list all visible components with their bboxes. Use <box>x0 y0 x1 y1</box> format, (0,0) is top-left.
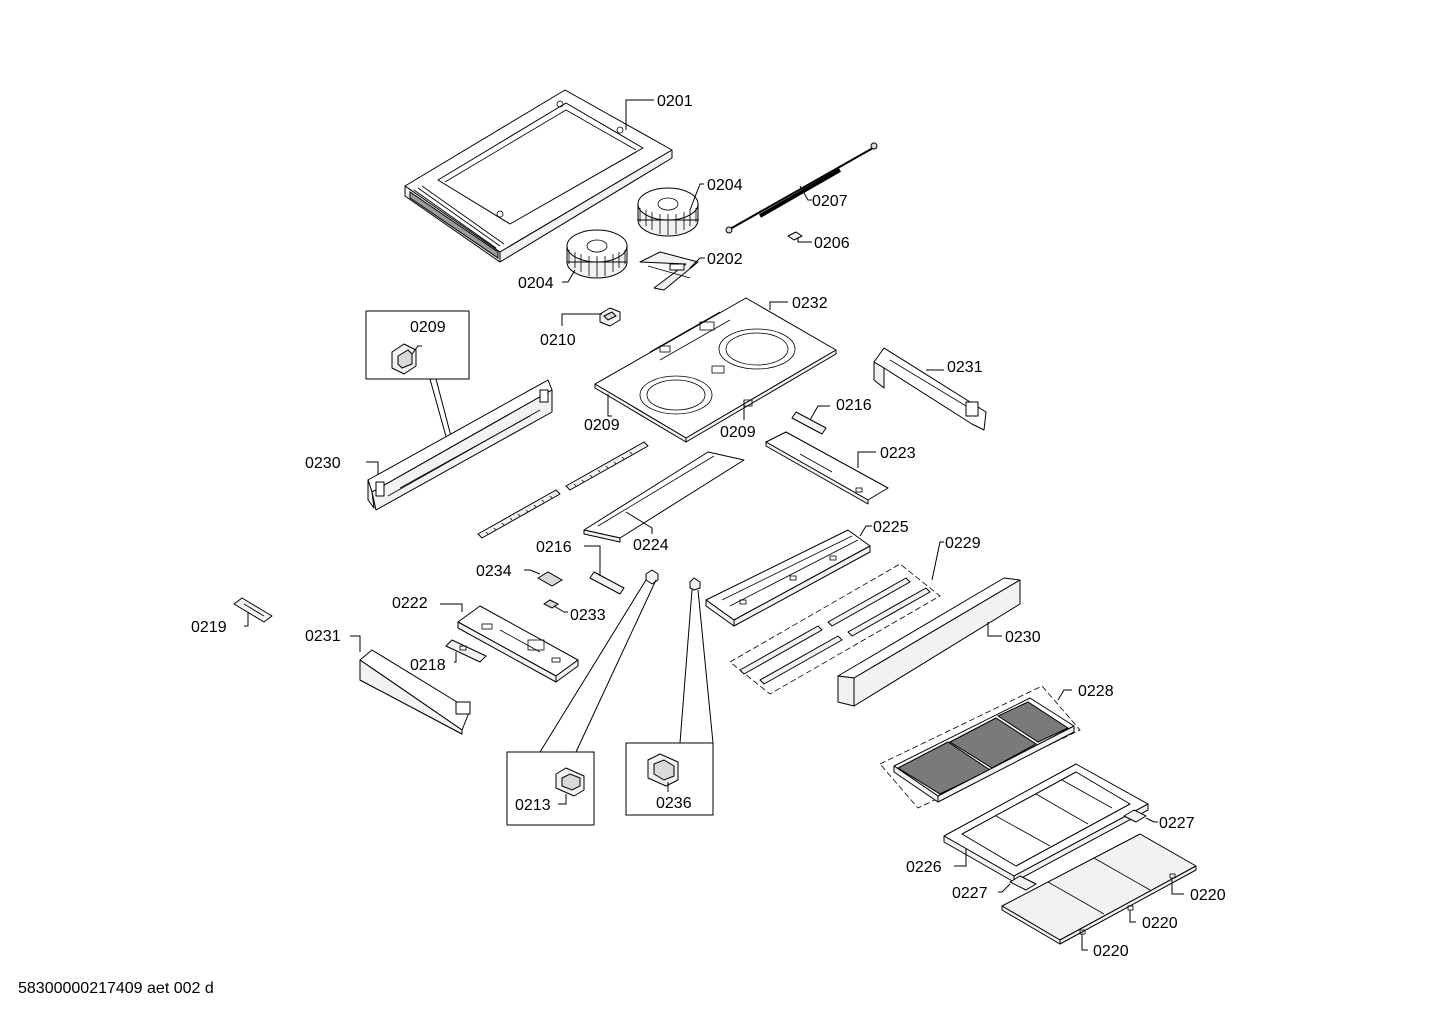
part-0222-control-board <box>457 605 579 683</box>
callout-0204-lower: 0204 <box>518 275 554 292</box>
part-0213-connector <box>645 569 659 585</box>
part-0213-detail <box>555 767 585 797</box>
part-0220-panels <box>1001 833 1197 945</box>
callout-0227-upper: 0227 <box>1159 815 1195 832</box>
part-0236-connector <box>689 577 701 591</box>
callout-0234: 0234 <box>476 563 512 580</box>
part-0202-bracket <box>639 251 699 291</box>
callout-0206: 0206 <box>814 235 850 252</box>
callout-0229: 0229 <box>945 535 981 552</box>
detail-frame-0209 <box>365 310 470 380</box>
callout-0218: 0218 <box>410 657 446 674</box>
part-0204-fan-lower <box>566 229 628 279</box>
part-0232-induction-plate <box>594 297 837 443</box>
part-0231-right-bracket <box>873 347 987 431</box>
part-0229-rails <box>739 577 931 685</box>
detail-frame-0236 <box>625 742 714 816</box>
callout-0230-right: 0230 <box>1005 629 1041 646</box>
callout-0209-left: 0209 <box>584 417 620 434</box>
part-0227-clip-lower <box>1009 875 1037 891</box>
callout-0233: 0233 <box>570 607 606 624</box>
document-id: 58300000217409 aet 002 d <box>18 980 214 997</box>
callout-0209-detail: 0209 <box>410 319 446 336</box>
callout-0227-lower: 0227 <box>952 885 988 902</box>
group-0228-outline <box>879 685 1081 809</box>
detail-frame-0213 <box>506 751 595 826</box>
callout-0220-right: 0220 <box>1190 887 1226 904</box>
callout-0202: 0202 <box>707 251 743 268</box>
callout-0210: 0210 <box>540 332 576 349</box>
callout-0216-lower: 0216 <box>536 539 572 556</box>
callout-0216-upper: 0216 <box>836 397 872 414</box>
part-0209-detail-clip <box>391 343 417 375</box>
part-0228-filters <box>893 697 1075 803</box>
part-0206-clip <box>787 231 803 241</box>
callout-0230-left: 0230 <box>305 455 341 472</box>
callout-0207: 0207 <box>812 193 848 210</box>
callout-0201: 0201 <box>657 93 693 110</box>
callout-0219: 0219 <box>191 619 227 636</box>
part-0210-connector <box>599 307 621 327</box>
part-0231-left-bracket <box>359 649 471 735</box>
part-led-strip-b <box>565 441 649 491</box>
part-0234-module <box>537 571 563 587</box>
callout-0220-middle: 0220 <box>1142 915 1178 932</box>
callout-0231-left: 0231 <box>305 628 341 645</box>
callout-0225: 0225 <box>873 519 909 536</box>
part-0223-cover <box>765 431 889 505</box>
callout-0232: 0232 <box>792 295 828 312</box>
callout-0204-upper: 0204 <box>707 177 743 194</box>
part-0227-clip-upper <box>1123 809 1147 823</box>
part-0201-cooktop-top <box>404 89 673 263</box>
part-0216-strip-lower <box>589 571 625 595</box>
part-0226-frame <box>943 763 1149 883</box>
callout-0231-right: 0231 <box>947 359 983 376</box>
part-led-strip-a <box>477 489 561 539</box>
callout-0209-right: 0209 <box>720 424 756 441</box>
callout-0226: 0226 <box>906 859 942 876</box>
callout-0223: 0223 <box>880 445 916 462</box>
part-0219-bracket <box>233 597 273 623</box>
group-0229-outline <box>729 563 941 695</box>
part-0230-left-rail <box>367 379 553 511</box>
part-0236-detail <box>647 753 679 787</box>
callout-0228: 0228 <box>1078 683 1114 700</box>
callout-0213: 0213 <box>515 797 551 814</box>
part-0225-tray <box>705 529 871 627</box>
part-0204-fan-upper <box>637 187 699 237</box>
callout-0220-bottom: 0220 <box>1093 943 1129 960</box>
callout-0224: 0224 <box>633 537 669 554</box>
part-0216-strip-upper <box>791 411 827 435</box>
part-0218-board <box>445 639 487 663</box>
part-0230-right-rail <box>837 577 1021 707</box>
part-0224-channel <box>583 451 745 543</box>
callout-0236: 0236 <box>656 795 692 812</box>
callout-0222: 0222 <box>392 595 428 612</box>
